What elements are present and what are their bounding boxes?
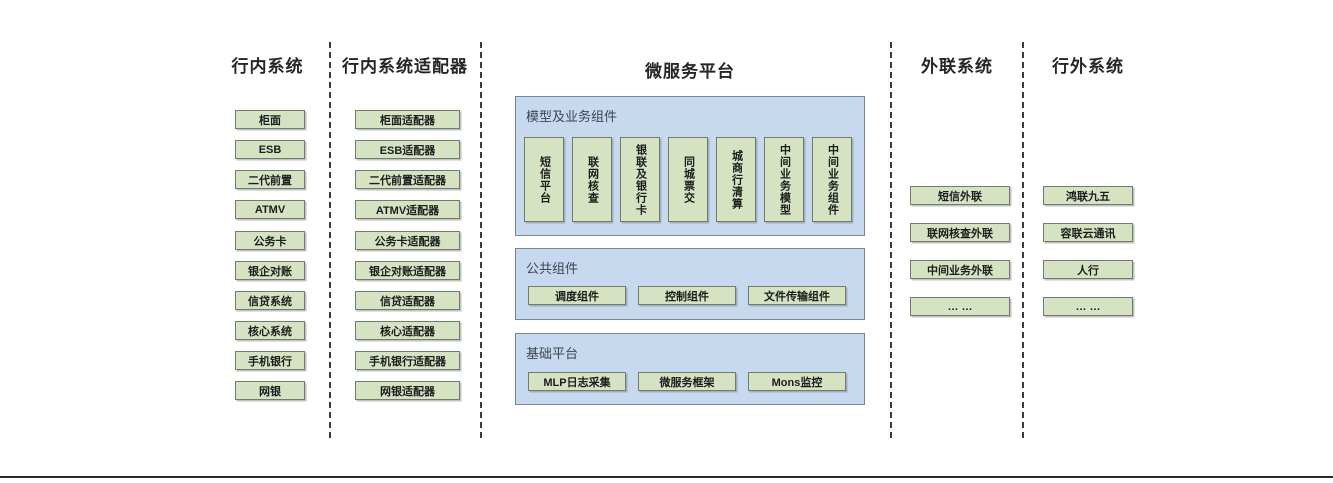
internal-system-node[interactable]: 信贷系统 <box>235 291 305 310</box>
internal-system-node[interactable]: 公务卡 <box>235 231 305 250</box>
internal-system-node[interactable]: ATMV <box>235 200 305 219</box>
base-platform-node[interactable]: 微服务框架 <box>638 372 736 391</box>
panel-common-components <box>515 248 865 320</box>
internal-adapter-node[interactable]: 核心适配器 <box>355 321 460 340</box>
model-component-node[interactable]: 城商行清算 <box>716 137 756 222</box>
external-link-node[interactable]: … … <box>910 297 1010 316</box>
column-divider-4 <box>1022 42 1024 438</box>
column-header-internal-adapters: 行内系统适配器 <box>342 57 468 76</box>
internal-adapter-node[interactable]: 手机银行适配器 <box>355 351 460 370</box>
column-header-internal-systems: 行内系统 <box>231 57 304 76</box>
common-component-node[interactable]: 控制组件 <box>638 286 736 305</box>
model-component-node[interactable]: 同城票交 <box>668 137 708 222</box>
column-header-outside-systems: 行外系统 <box>1052 57 1124 76</box>
internal-system-node[interactable]: ESB <box>235 140 305 159</box>
outside-system-node[interactable]: … … <box>1043 297 1133 316</box>
column-header-external-link-systems: 外联系统 <box>921 57 993 76</box>
internal-adapter-node[interactable]: 二代前置适配器 <box>355 170 460 189</box>
outside-system-node[interactable]: 鸿联九五 <box>1043 186 1133 205</box>
internal-system-node[interactable]: 网银 <box>235 381 305 400</box>
platform-title: 微服务平台 <box>645 62 735 81</box>
internal-adapter-node[interactable]: 银企对账适配器 <box>355 261 460 280</box>
outside-system-node[interactable]: 容联云通讯 <box>1043 223 1133 242</box>
internal-system-node[interactable]: 二代前置 <box>235 170 305 189</box>
internal-adapter-node[interactable]: ATMV适配器 <box>355 200 460 219</box>
internal-adapter-node[interactable]: 柜面适配器 <box>355 110 460 129</box>
base-platform-node[interactable]: MLP日志采集 <box>528 372 626 391</box>
panel-title-common-components: 公共组件 <box>526 261 579 276</box>
common-component-node[interactable]: 文件传输组件 <box>748 286 846 305</box>
column-divider-2 <box>480 42 482 438</box>
internal-adapter-node[interactable]: 公务卡适配器 <box>355 231 460 250</box>
common-component-node[interactable]: 调度组件 <box>528 286 626 305</box>
internal-system-node[interactable]: 手机银行 <box>235 351 305 370</box>
column-divider-3 <box>890 42 892 438</box>
outside-system-node[interactable]: 人行 <box>1043 260 1133 279</box>
panel-base-platform <box>515 333 865 405</box>
panel-title-base-platform: 基础平台 <box>526 346 579 361</box>
internal-system-node[interactable]: 银企对账 <box>235 261 305 280</box>
base-platform-node[interactable]: Mons监控 <box>748 372 846 391</box>
external-link-node[interactable]: 中间业务外联 <box>910 260 1010 279</box>
model-component-node[interactable]: 联网核查 <box>572 137 612 222</box>
model-component-node[interactable]: 短信平台 <box>524 137 564 222</box>
internal-adapter-node[interactable]: 信贷适配器 <box>355 291 460 310</box>
model-component-node[interactable]: 中间业务模型 <box>764 137 804 222</box>
model-component-node[interactable]: 中间业务组件 <box>812 137 852 222</box>
internal-adapter-node[interactable]: 网银适配器 <box>355 381 460 400</box>
panel-title-model-business-components: 模型及业务组件 <box>526 109 618 124</box>
column-divider-1 <box>329 42 331 438</box>
internal-system-node[interactable]: 核心系统 <box>235 321 305 340</box>
model-component-node[interactable]: 银联及银行卡 <box>620 137 660 222</box>
external-link-node[interactable]: 短信外联 <box>910 186 1010 205</box>
internal-system-node[interactable]: 柜面 <box>235 110 305 129</box>
bottom-divider <box>0 476 1333 478</box>
external-link-node[interactable]: 联网核查外联 <box>910 223 1010 242</box>
internal-adapter-node[interactable]: ESB适配器 <box>355 140 460 159</box>
